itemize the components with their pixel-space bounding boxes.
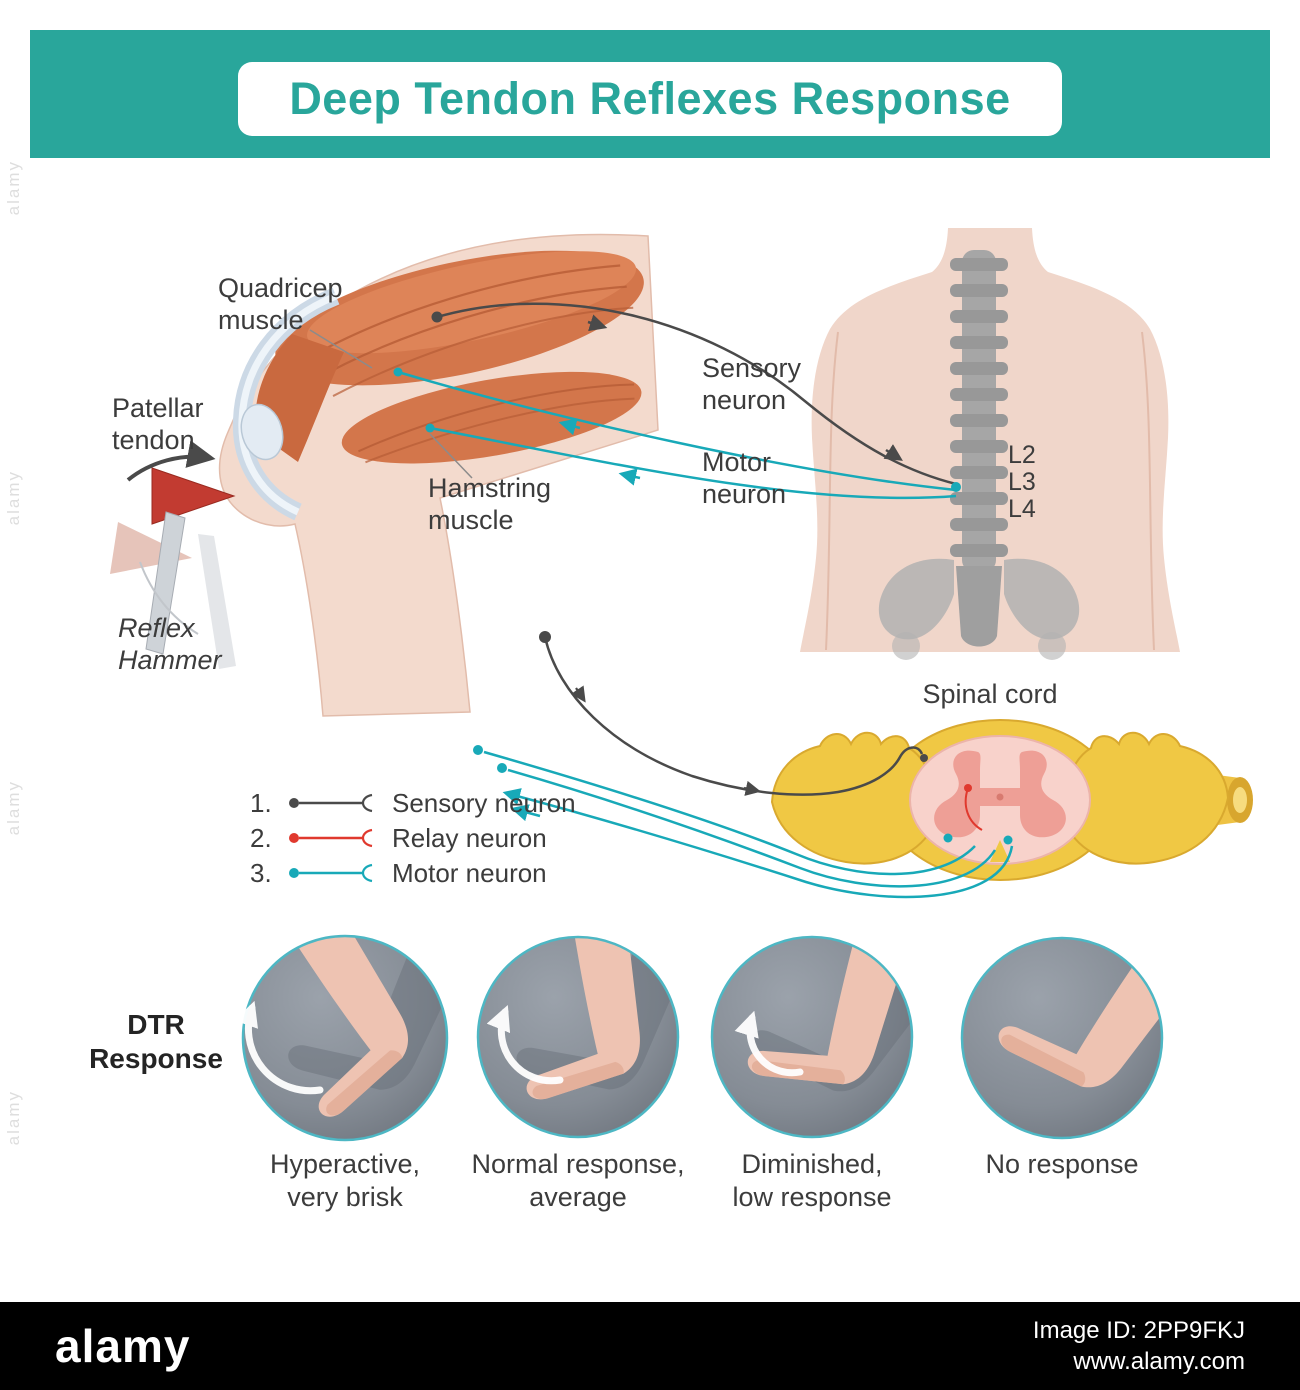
legend-number: 2. — [250, 822, 272, 853]
legend-number: 3. — [250, 857, 272, 888]
neuron-pathways-upper — [309, 302, 961, 500]
normal-arrow-icon — [486, 1004, 564, 1085]
vertebra-label-l2: L2 — [1008, 441, 1036, 469]
dtr-circle-no-response — [960, 936, 1164, 1140]
torso-illustration — [800, 228, 1180, 660]
spinal-cord-illustration — [770, 719, 1253, 881]
neuron-pathways-lower — [473, 631, 1014, 899]
label-reflex-hammer: Reflex Hammer — [118, 613, 222, 675]
label-patellar-tendon: Patellar tendon — [112, 393, 204, 455]
neuron-legend: 1. Sensory neuron 2. Relay neuron 3. Mot… — [250, 787, 576, 888]
footer-url-text: www.alamy.com — [1073, 1348, 1245, 1375]
hyperactive-arrow-icon — [234, 1000, 324, 1095]
reflex-hammer-illustration — [110, 440, 236, 669]
dtr-circle-diminished — [710, 935, 914, 1139]
label-sensory-neuron: Sensory neuron — [702, 353, 802, 415]
legend-label: Sensory neuron — [392, 787, 576, 818]
caption-hyperactive: Hyperactive, very brisk — [269, 1149, 421, 1212]
footer-info: Image ID: 2PP9FKJ www.alamy.com — [1033, 1315, 1245, 1377]
label-hamstring-muscle: Hamstring muscle — [428, 473, 552, 535]
watermark-text: alamy — [4, 1090, 23, 1146]
sensory-neuron-glyph-icon — [289, 793, 373, 813]
caption-diminished: Diminished, low response — [732, 1149, 892, 1212]
watermark-text: alamy — [4, 470, 23, 526]
caption-no-response: No response — [985, 1149, 1139, 1179]
knee-illustration — [218, 233, 659, 717]
vertebra-label-l4: L4 — [1008, 495, 1036, 523]
legend-item-motor: 3. Motor neuron — [250, 857, 576, 888]
dtr-circle-hyperactive — [234, 934, 449, 1142]
label-quadricep-muscle: Quadricep muscle — [218, 273, 343, 335]
label-spinal-cord: Spinal cord — [922, 679, 1058, 709]
title-pill: Deep Tendon Reflexes Response — [238, 62, 1062, 136]
watermark-text: alamy — [4, 780, 23, 836]
legend-item-sensory: 1. Sensory neuron — [250, 787, 576, 818]
vertebra-label-l3: L3 — [1008, 468, 1036, 496]
footer-bar: alamy Image ID: 2PP9FKJ www.alamy.com — [0, 1302, 1300, 1390]
legend-item-relay: 2. Relay neuron — [250, 822, 576, 853]
dtr-circle-normal — [476, 935, 680, 1139]
label-motor-neuron: Motor neuron — [702, 447, 787, 509]
image-id-text: Image ID: 2PP9FKJ — [1032, 1317, 1245, 1344]
legend-label: Motor neuron — [392, 857, 547, 888]
motor-neuron-glyph-icon — [289, 863, 373, 883]
vertebrae-labels: L2 L3 L4 — [1008, 442, 1036, 523]
legend-number: 1. — [250, 787, 272, 818]
diminished-arrow-icon — [734, 1010, 804, 1077]
caption-normal: Normal response, average — [471, 1149, 685, 1212]
relay-neuron-glyph-icon — [289, 828, 373, 848]
watermark-text: alamy — [4, 160, 23, 216]
legend-label: Relay neuron — [392, 822, 547, 853]
alamy-logo: alamy — [55, 1320, 191, 1372]
header-band: Deep Tendon Reflexes Response — [30, 30, 1270, 158]
page-title: Deep Tendon Reflexes Response — [289, 73, 1011, 124]
dtr-response-heading: DTR Response — [89, 1009, 223, 1074]
